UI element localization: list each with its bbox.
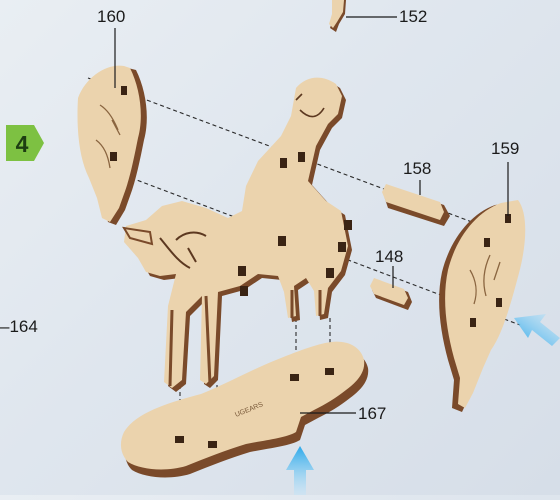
label-158: 158: [403, 160, 431, 177]
label-164: –164: [0, 318, 38, 335]
insert-arrow-bottom: [286, 446, 314, 495]
step-number: 4: [6, 131, 38, 158]
step-number-badge: 4: [6, 125, 44, 161]
piece-159: [439, 200, 525, 412]
piece-152: [329, 0, 346, 32]
insert-arrow-right: [514, 314, 560, 346]
label-148: 148: [375, 248, 403, 265]
label-152: 152: [399, 8, 427, 25]
base-167: UGEARS: [121, 342, 368, 478]
piece-160: [77, 66, 146, 225]
piece-158: [382, 184, 450, 226]
label-167: 167: [358, 405, 386, 422]
label-159: 159: [491, 140, 519, 157]
piece-148: [370, 278, 412, 310]
label-160: 160: [97, 8, 125, 25]
